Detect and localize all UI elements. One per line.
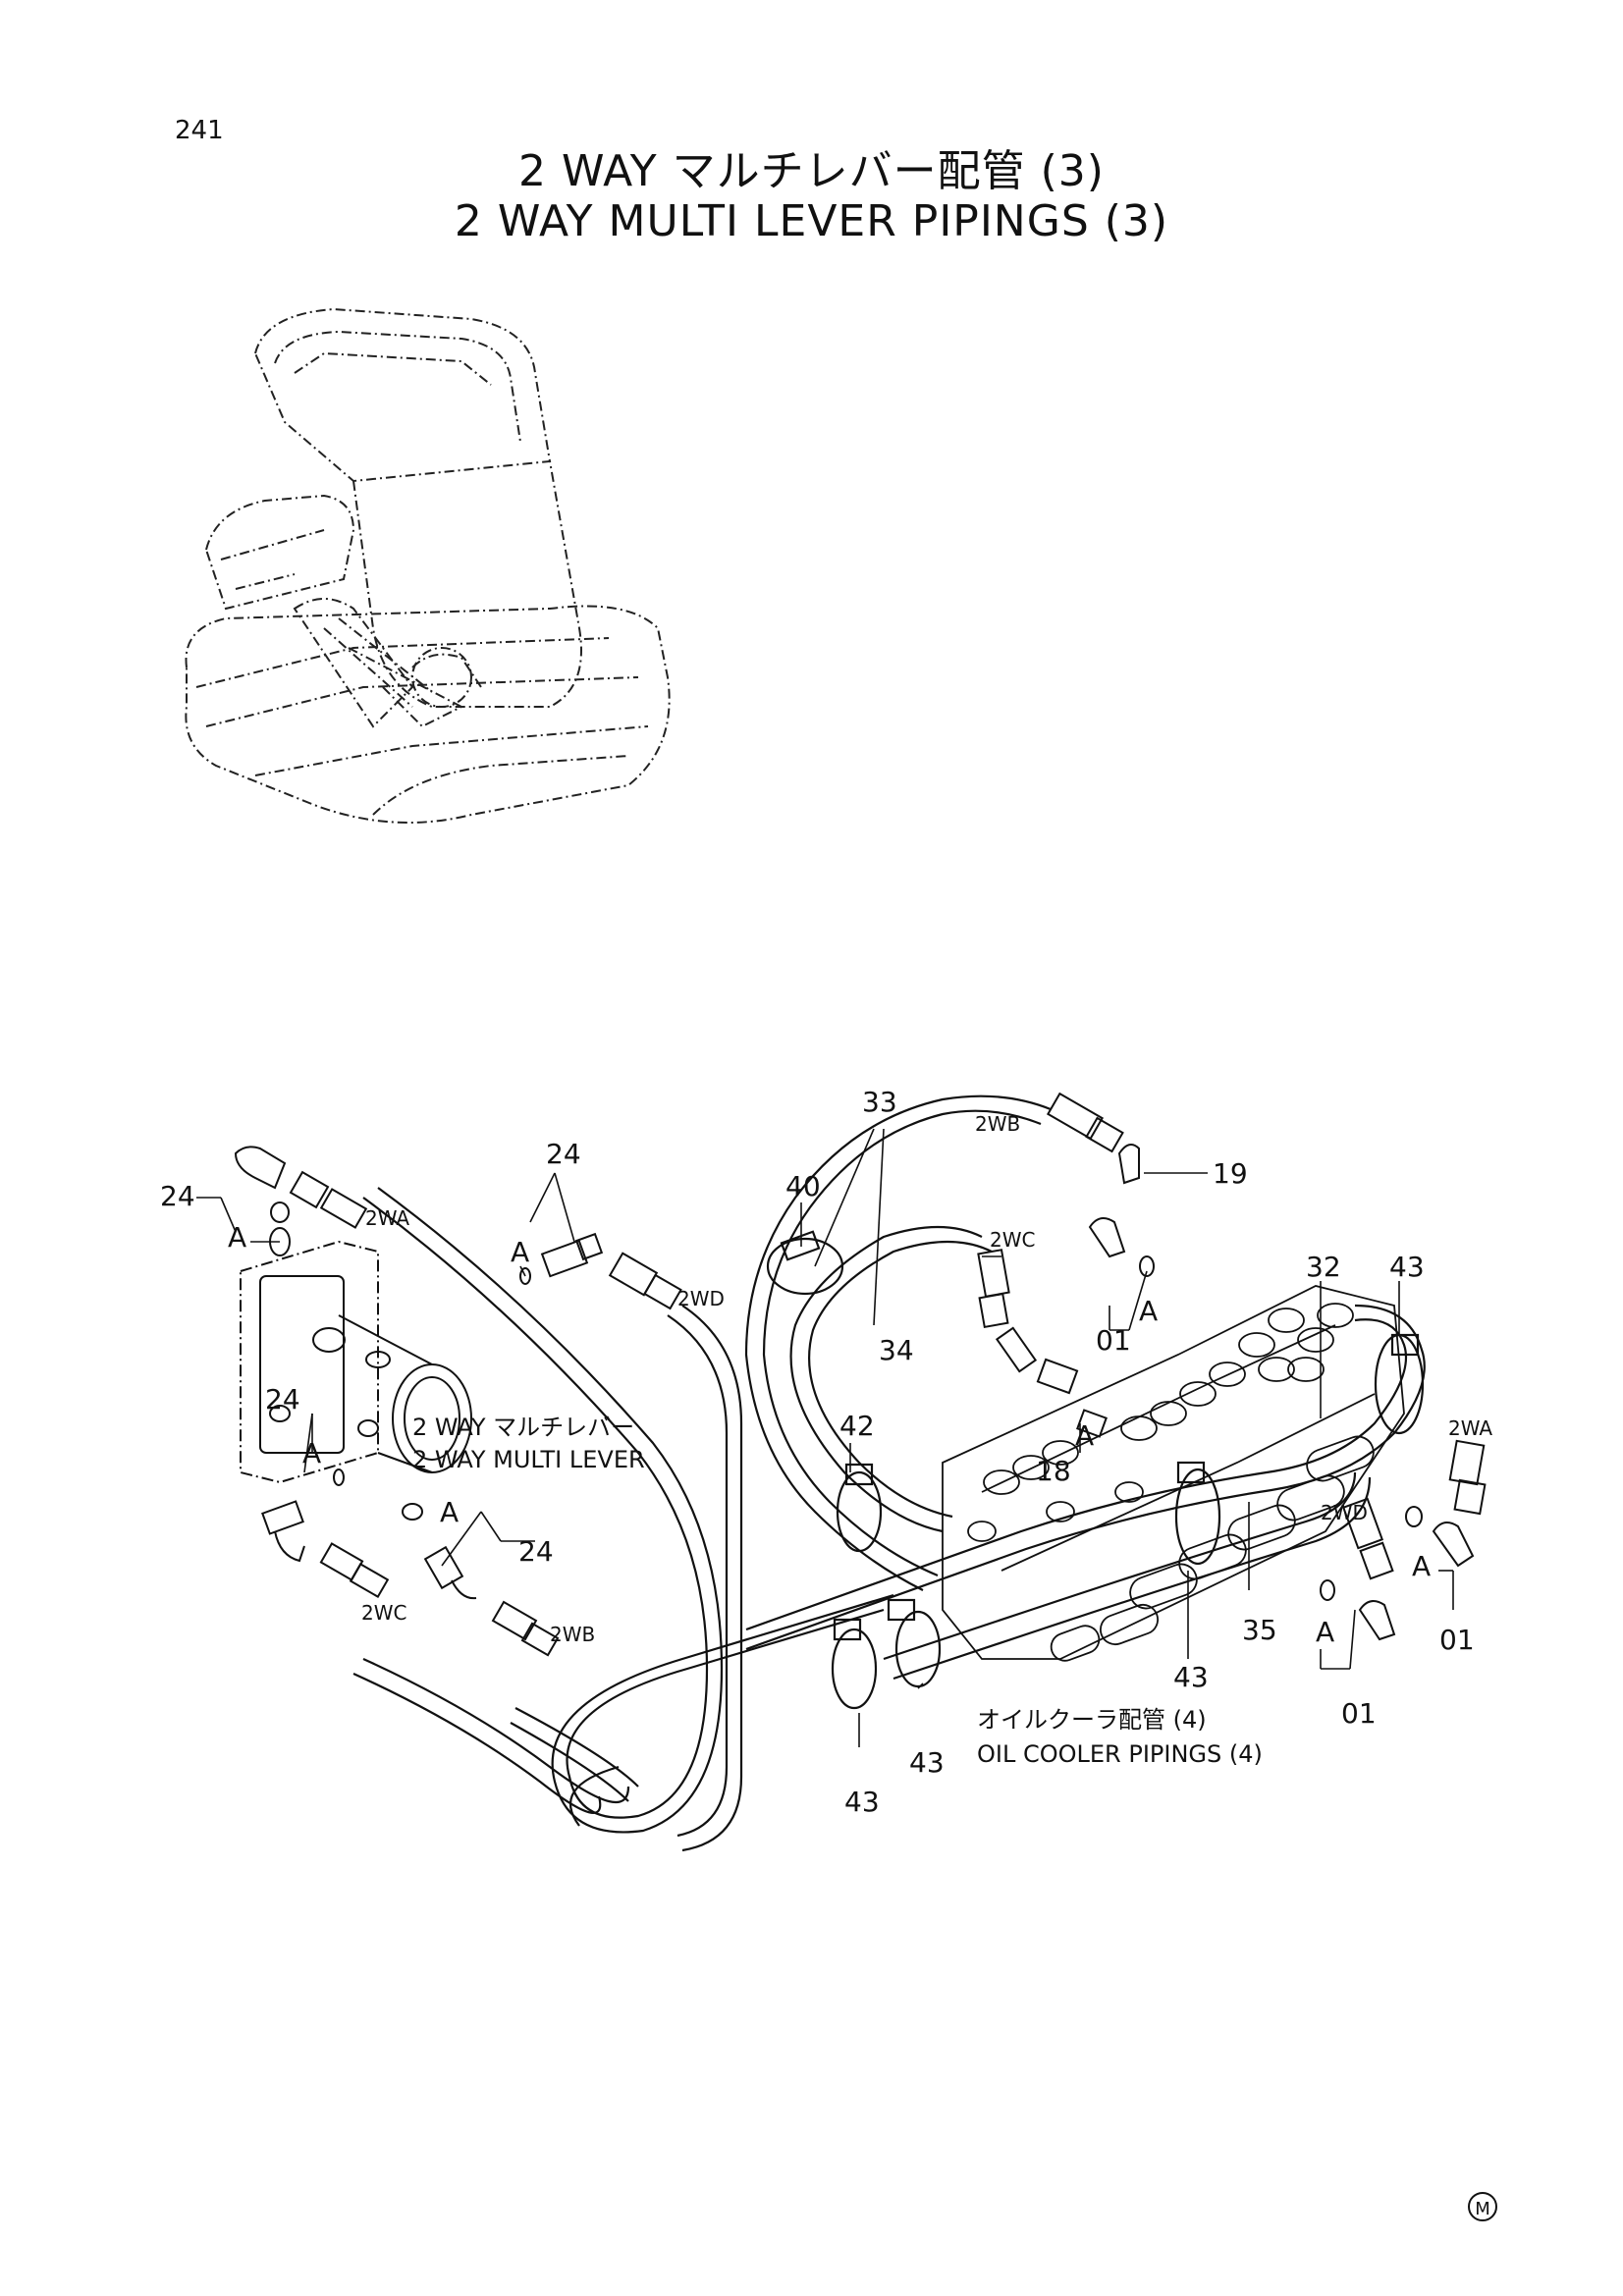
title-japanese: 2 WAY マルチレバー配管 (3) <box>518 146 1105 196</box>
callout-24: 24 <box>518 1535 554 1568</box>
callout-35: 35 <box>1242 1614 1277 1646</box>
leader-lines <box>196 1128 1454 1747</box>
callout-32: 32 <box>1306 1251 1341 1283</box>
port-labels: 2WA 2WD 2WC 2WB 2WB 2WC 2WA 2WD <box>361 1112 1492 1646</box>
circled-m-mark: M <box>1468 2192 1497 2221</box>
port-label-2wb: 2WB <box>975 1112 1020 1136</box>
detail-marks: A A A A A A A A <box>228 1221 1431 1648</box>
detail-mark-a: A <box>1412 1550 1431 1582</box>
port-label-2wb: 2WB <box>550 1623 595 1646</box>
oil-cooler-label-jp: オイルクーラ配管 (4) <box>977 1706 1207 1734</box>
callout-01: 01 <box>1096 1324 1131 1357</box>
port-label-2wc: 2WC <box>990 1228 1035 1252</box>
callout-43: 43 <box>1389 1251 1425 1283</box>
callout-24: 24 <box>160 1180 195 1212</box>
port-label-2wa: 2WA <box>1448 1416 1492 1440</box>
hose-bundle-left <box>352 1187 894 1852</box>
multi-lever-valve <box>240 1227 472 1484</box>
callout-01: 01 <box>1341 1697 1377 1730</box>
detail-mark-a: A <box>228 1221 246 1254</box>
oil-cooler-label-en: OIL COOLER PIPINGS (4) <box>977 1740 1263 1768</box>
port-label-2wd: 2WD <box>677 1287 725 1310</box>
callout-numbers: 24 24 24 24 33 40 34 19 32 43 42 18 35 4… <box>160 1086 1475 1818</box>
control-valve-block <box>942 1285 1405 1662</box>
detail-mark-a: A <box>1075 1419 1094 1452</box>
callout-01: 01 <box>1439 1624 1475 1656</box>
hose-clamps <box>766 1230 1425 1710</box>
detail-mark-a: A <box>1139 1295 1158 1327</box>
hose-bundle-upper <box>744 1095 1426 1681</box>
callout-43: 43 <box>1173 1661 1209 1693</box>
port-label-2wc: 2WC <box>361 1601 406 1625</box>
mark-m: M <box>1475 2199 1490 2219</box>
callout-40: 40 <box>785 1170 821 1202</box>
callout-43: 43 <box>909 1746 945 1779</box>
port-label-2wd: 2WD <box>1321 1501 1368 1524</box>
callout-19: 19 <box>1213 1157 1248 1190</box>
callout-34: 34 <box>879 1334 914 1366</box>
fittings <box>234 1092 1487 1657</box>
title-english: 2 WAY MULTI LEVER PIPINGS (3) <box>454 196 1169 246</box>
callout-33: 33 <box>862 1086 897 1118</box>
multi-lever-label-jp: 2 WAY マルチレバー <box>412 1414 634 1441</box>
callout-24: 24 <box>265 1383 300 1415</box>
callout-43: 43 <box>844 1786 880 1818</box>
port-label-2wa: 2WA <box>365 1206 409 1230</box>
callout-42: 42 <box>839 1410 875 1442</box>
detail-mark-a: A <box>1316 1616 1334 1648</box>
detail-mark-a: A <box>302 1437 321 1469</box>
callout-24: 24 <box>546 1138 581 1170</box>
detail-mark-a: A <box>440 1496 459 1528</box>
detail-mark-a: A <box>511 1236 529 1268</box>
machine-overview <box>185 307 671 824</box>
multi-lever-label-en: 2 WAY MULTI LEVER <box>412 1446 645 1473</box>
component-labels: 2 WAY マルチレバー 2 WAY MULTI LEVER オイルクーラ配管 … <box>412 1414 1263 1768</box>
page-number: 241 <box>175 116 224 145</box>
callout-18: 18 <box>1036 1455 1071 1487</box>
